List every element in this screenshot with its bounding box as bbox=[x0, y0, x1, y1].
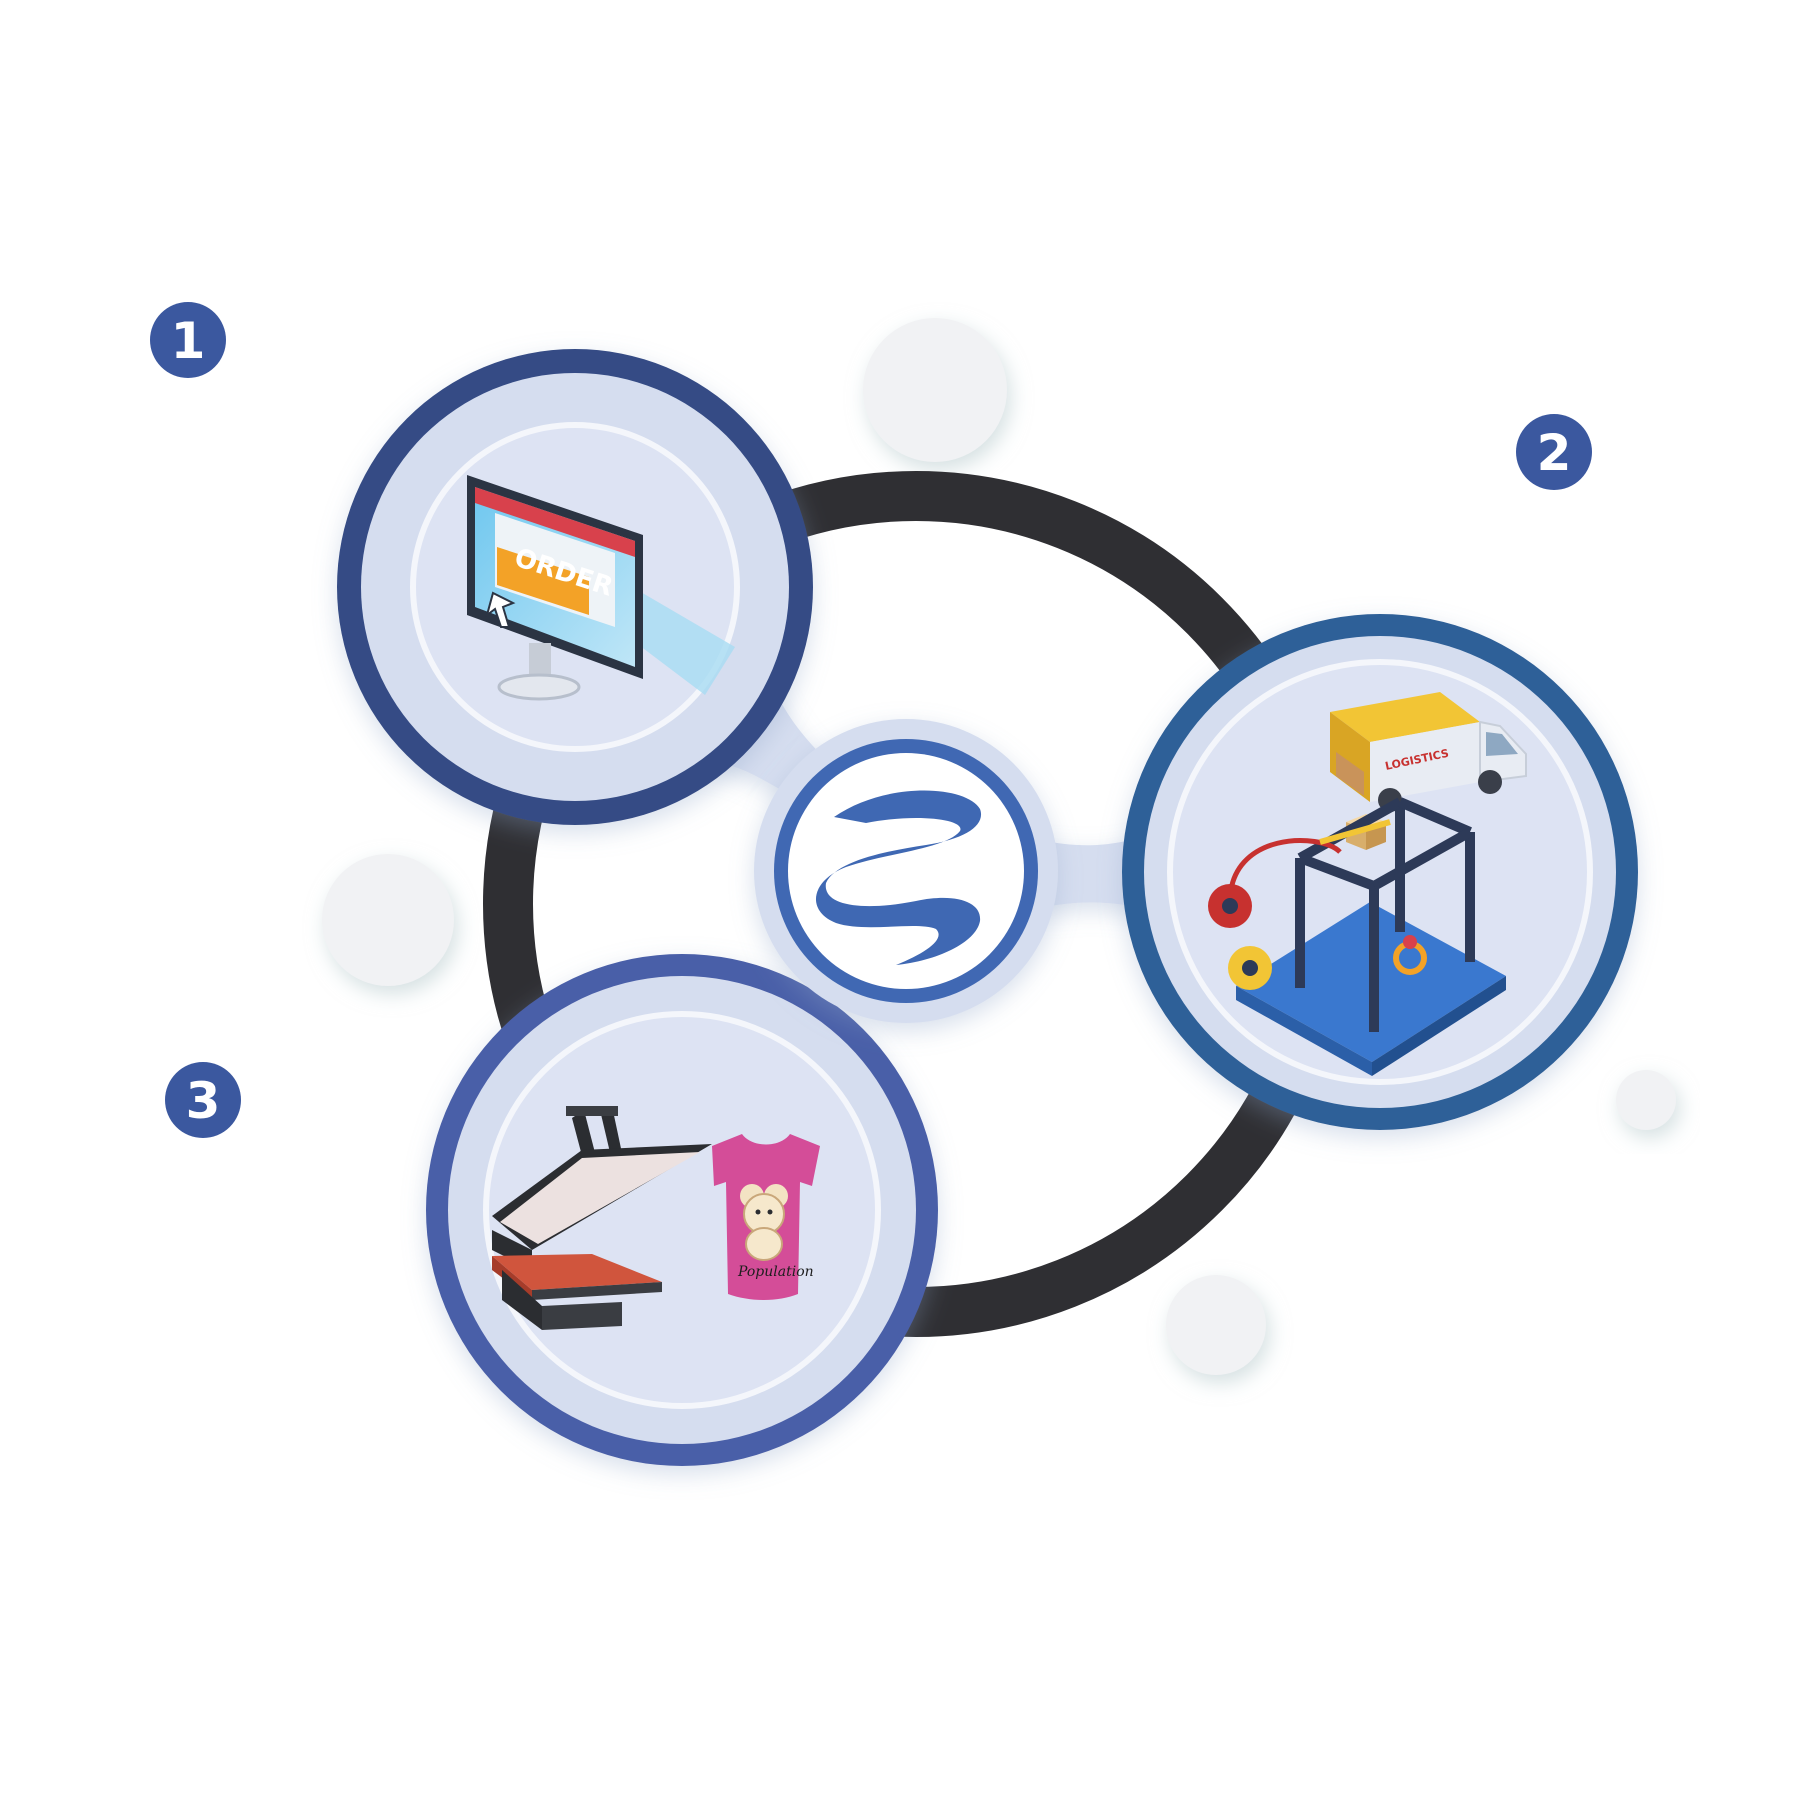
step-3-number: 3 bbox=[186, 1072, 221, 1130]
step-2-badge: 2 bbox=[1516, 414, 1592, 490]
step-2-number: 2 bbox=[1537, 424, 1572, 482]
step-1-number: 1 bbox=[171, 312, 206, 370]
step-1-badge: 1 bbox=[150, 302, 226, 378]
order-computer-icon: ORDER bbox=[467, 475, 735, 701]
logistics-truck-3d-printer-icon: LOGISTICS bbox=[1208, 692, 1527, 1076]
heat-press-tshirt-icon: Population bbox=[492, 1106, 820, 1330]
center-node bbox=[754, 719, 1058, 1023]
brand-swirl-logo-icon bbox=[815, 790, 982, 965]
decorative-bubbles bbox=[322, 318, 1676, 1375]
bubble-right bbox=[1616, 1070, 1676, 1130]
bubble-top bbox=[863, 318, 1007, 462]
step-3-badge: 3 bbox=[165, 1062, 241, 1138]
bubble-left bbox=[322, 854, 454, 986]
bubble-bottom bbox=[1166, 1275, 1266, 1375]
tshirt-print-label: Population bbox=[737, 1264, 814, 1280]
